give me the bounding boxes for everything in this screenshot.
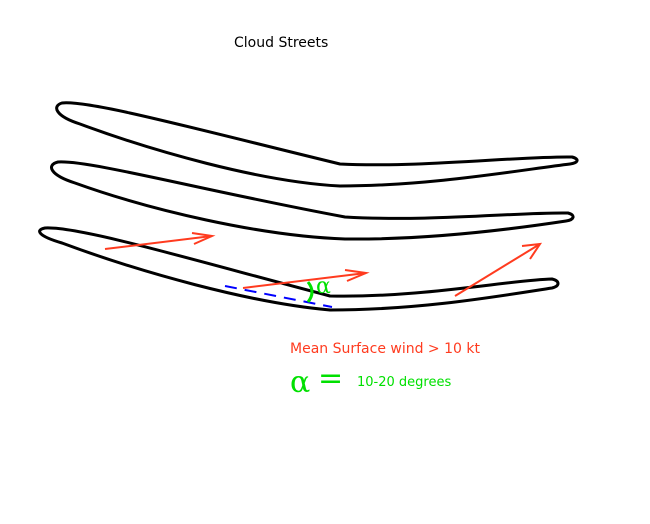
equals-sign: = bbox=[318, 361, 344, 396]
wind-label: Mean Surface wind > 10 kt bbox=[290, 341, 480, 357]
angle-arc bbox=[306, 281, 314, 303]
wind-arrow-3 bbox=[454, 242, 543, 297]
alpha-symbol: α bbox=[290, 365, 311, 400]
diagram-title: Cloud Streets bbox=[234, 35, 329, 51]
angle-alpha-label: α bbox=[316, 274, 331, 299]
angle-value: 10-20 degrees bbox=[357, 375, 452, 390]
wind-arrow-2 bbox=[242, 269, 370, 289]
cloud-street-2 bbox=[50, 160, 575, 241]
cloud-street-1 bbox=[55, 101, 579, 188]
street-axis-dashed-line bbox=[224, 285, 333, 308]
wind-arrow-1 bbox=[104, 232, 216, 250]
cloud-street-3 bbox=[38, 226, 560, 312]
